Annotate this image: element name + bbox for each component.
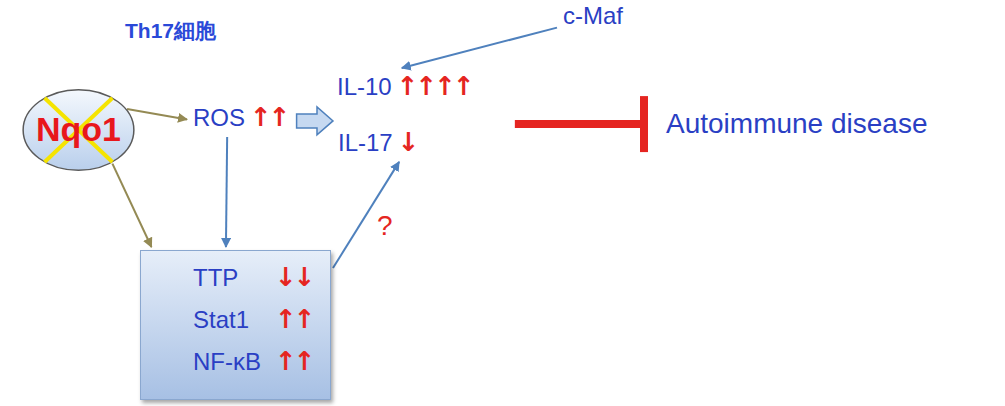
node-text: IL-10 xyxy=(337,73,392,100)
arrow-line xyxy=(333,162,399,268)
arrow-line xyxy=(112,164,151,247)
block-arrow xyxy=(297,107,333,135)
connector xyxy=(333,162,399,268)
arrow-line xyxy=(226,137,227,247)
arrow-line xyxy=(402,28,557,68)
gene-ellipse: Nqo1 xyxy=(22,88,135,172)
inhibition-line xyxy=(515,120,644,128)
node-text: Stat1 xyxy=(193,306,261,334)
connector xyxy=(402,28,557,68)
connector xyxy=(112,164,151,247)
signal-list: TTP ↓↓ Stat1 ↑↑ NF-κB ↑↑ xyxy=(193,263,316,377)
node-text: TTP xyxy=(193,264,261,292)
node-text: IL-17 xyxy=(338,129,393,156)
cytokine-node: IL-10↑↑↑↑ xyxy=(337,72,475,102)
ellipse-shape xyxy=(23,90,134,171)
arrow-line xyxy=(127,109,187,119)
change-arrows: ↑↑ xyxy=(275,347,316,377)
change-arrows: ↓ xyxy=(398,127,420,157)
molecule-node: ROS↑↑ xyxy=(193,103,291,133)
node-text: c-Maf xyxy=(563,2,623,29)
change-arrows: ↑↑↑↑ xyxy=(397,71,475,101)
disease-node: Autoimmune disease xyxy=(666,108,927,140)
change-arrows: ↓↓ xyxy=(275,263,316,293)
change-arrows: ↑↑ xyxy=(250,102,291,132)
node-text: ROS xyxy=(193,104,245,131)
connector xyxy=(226,137,227,247)
node-text: Nqo1 xyxy=(36,110,121,149)
connector xyxy=(127,109,187,119)
change-arrows: ↑↑ xyxy=(275,305,316,335)
factor-node: c-Maf xyxy=(563,2,623,30)
cell-title: Th17細胞 xyxy=(125,17,216,45)
inhibition-bar xyxy=(640,96,648,152)
cytokine-node: IL-17↓ xyxy=(338,128,420,158)
signal-box: TTP ↓↓ Stat1 ↑↑ NF-κB ↑↑ xyxy=(140,250,331,400)
edge-label: ? xyxy=(375,211,395,242)
node-text: NF-κB xyxy=(193,348,261,376)
connector xyxy=(297,107,333,135)
node-text: Autoimmune disease xyxy=(666,108,927,139)
connector xyxy=(515,96,644,152)
